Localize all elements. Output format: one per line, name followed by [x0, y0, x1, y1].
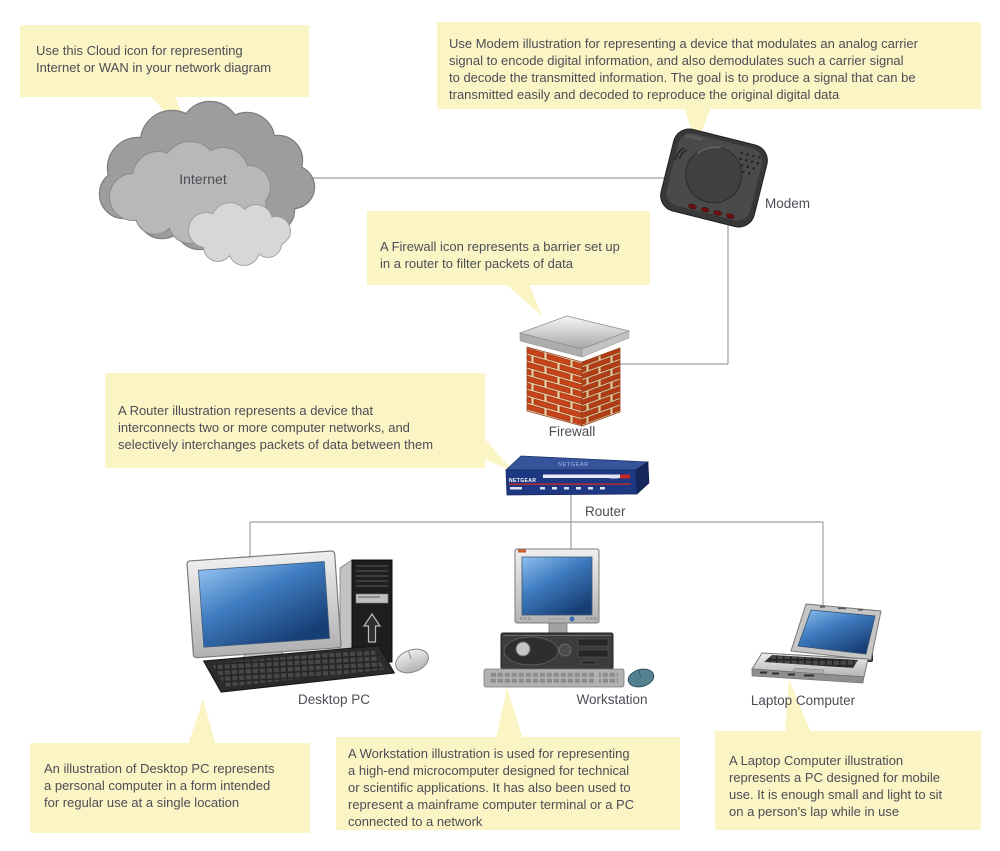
keyboard	[202, 645, 396, 693]
monitor-screen	[198, 561, 330, 648]
router-red-badge	[620, 474, 630, 479]
firewall-side-face	[581, 347, 621, 427]
ws-mouse	[627, 668, 655, 688]
router-red-stripe	[509, 483, 631, 485]
router-brand-front: NETGEAR	[509, 478, 536, 484]
keyboard-keys	[211, 649, 386, 687]
modem-icon	[660, 128, 768, 228]
modem-note: Use Modem illustration for representing …	[437, 22, 981, 109]
firewall-cap-top	[518, 315, 631, 350]
ws-monitor-stand	[548, 622, 568, 635]
workstation-note: A Workstation illustration is used for r…	[336, 737, 680, 830]
firewall-icon	[518, 315, 631, 427]
router-icon: NETGEAR NETGEAR	[504, 455, 650, 496]
modem-label: Modem	[765, 196, 811, 211]
laptop-note-tail	[785, 679, 811, 733]
desktop-pc-note: An illustration of Desktop PC represents…	[30, 743, 310, 833]
laptop-keys	[764, 655, 858, 668]
tower-vents	[356, 565, 388, 587]
modem-leds	[688, 204, 735, 219]
mouse	[395, 648, 429, 674]
ws-monitor-screen	[521, 556, 593, 616]
ws-mouse-body	[627, 668, 655, 688]
cloud-note: Use this Cloud icon for representing Int…	[20, 25, 309, 97]
ws-drive-bays	[577, 638, 609, 665]
cloud-icon	[98, 100, 316, 266]
laptop-ports	[760, 671, 814, 677]
tower-drive-slot	[358, 596, 380, 598]
router-note: A Router illustration represents a devic…	[105, 373, 485, 468]
router-label: Router	[585, 504, 626, 519]
modem-brand-strip	[685, 134, 704, 141]
ws-keyboard-numpad	[599, 672, 618, 684]
tower-arrow-emblem	[362, 612, 382, 643]
desktop-note-tail	[188, 699, 216, 745]
mouse-body	[395, 648, 429, 674]
ws-power-button	[558, 643, 572, 657]
laptop-lid-latches	[820, 606, 863, 611]
workstation-icon	[483, 548, 655, 688]
firewall-label: Firewall	[548, 424, 596, 439]
ws-case-logo	[515, 641, 531, 657]
laptop-label: Laptop Computer	[750, 693, 856, 708]
firewall-note: A Firewall icon represents a barrier set…	[367, 211, 650, 285]
router-note-tail	[483, 437, 513, 471]
laptop-screen	[797, 609, 876, 655]
firewall-note-tail	[504, 283, 542, 316]
ws-case-accent	[503, 636, 559, 666]
cloud-front-fill	[189, 203, 290, 265]
router-port-marks	[510, 474, 618, 490]
modem-vents	[739, 151, 761, 175]
workstation-label: Workstation	[576, 692, 648, 707]
laptop-note: A Laptop Computer illustration represent…	[715, 731, 981, 830]
router-display-bar	[543, 474, 625, 478]
tower-drive-bay	[355, 593, 389, 604]
connectors	[249, 177, 824, 612]
internet-label: Internet	[179, 171, 227, 187]
mouse-button-split	[408, 651, 412, 660]
firewall-front-face	[526, 346, 583, 427]
ws-keyboard-keys	[489, 672, 595, 684]
ws-power-indicator	[518, 549, 526, 553]
modem-speaker-arcs	[674, 147, 688, 161]
ws-mouse-split	[638, 670, 642, 678]
modem-dome-highlight	[696, 146, 721, 155]
ws-bezel-logo	[569, 616, 575, 622]
workstation-note-tail	[496, 688, 523, 739]
desktop-pc-label: Desktop PC	[297, 692, 371, 707]
router-brand-top: NETGEAR	[558, 462, 589, 468]
desktop-pc-icon	[186, 550, 429, 693]
modem-note-tail	[684, 107, 711, 146]
ws-bezel-buttons	[520, 617, 597, 620]
monitor	[186, 550, 342, 659]
laptop-icon	[751, 603, 882, 684]
